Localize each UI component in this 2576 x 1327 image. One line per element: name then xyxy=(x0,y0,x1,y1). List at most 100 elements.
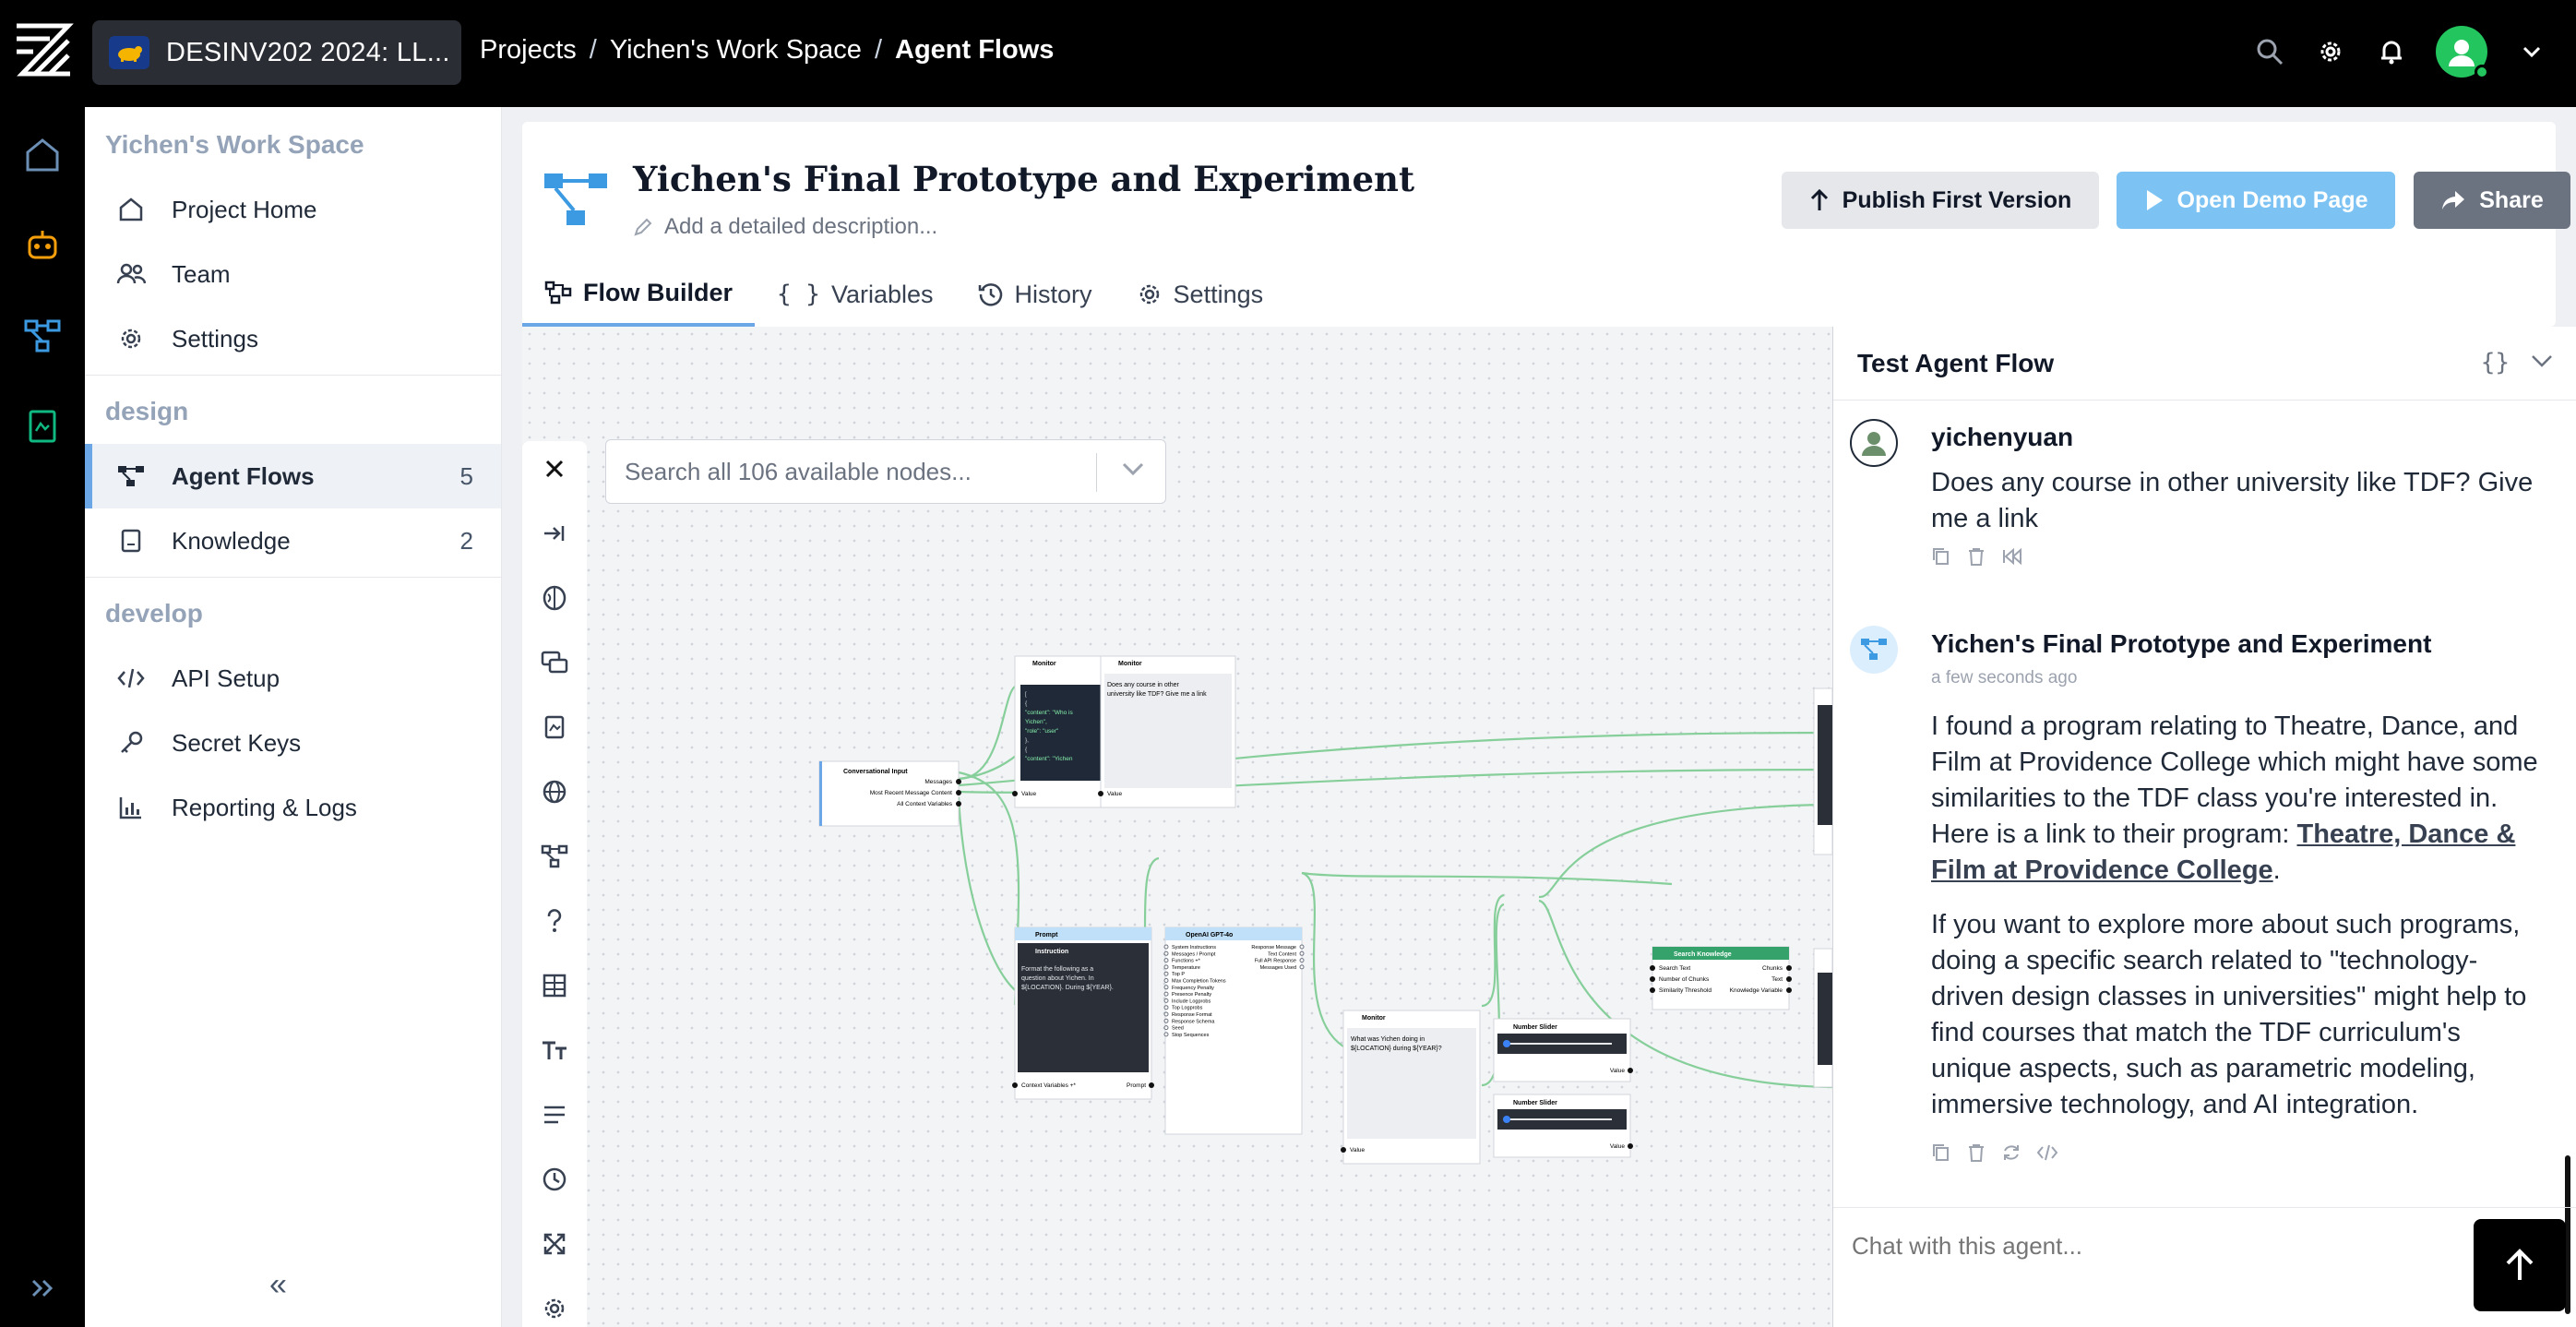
tab-flow-builder[interactable]: Flow Builder xyxy=(522,262,755,327)
chevron-down-icon[interactable] xyxy=(2515,35,2548,68)
port-dot[interactable] xyxy=(1299,944,1305,950)
trash-icon[interactable] xyxy=(1966,1142,1986,1163)
sidebar-item-settings[interactable]: Settings xyxy=(85,306,501,371)
port-dot[interactable] xyxy=(1149,1082,1154,1088)
port-dot[interactable] xyxy=(1163,978,1169,983)
user-avatar[interactable] xyxy=(2436,26,2489,79)
port-dot[interactable] xyxy=(1163,950,1169,956)
publish-button[interactable]: Publish First Version xyxy=(1782,172,2099,229)
collapse-right-icon[interactable] xyxy=(536,515,573,552)
expand-arrows-icon[interactable] xyxy=(536,1225,573,1262)
port-dot[interactable] xyxy=(1012,791,1018,796)
share-button[interactable]: Share xyxy=(2414,172,2570,229)
port-dot[interactable] xyxy=(1628,1068,1633,1073)
rewind-icon[interactable] xyxy=(2001,546,2023,567)
flow-canvas[interactable]: Search all 106 available nodes... xyxy=(522,327,1832,1327)
home-icon[interactable] xyxy=(20,133,65,177)
port-dot[interactable] xyxy=(1650,976,1655,982)
port-dot[interactable] xyxy=(1163,1011,1169,1017)
chevron-down-icon[interactable] xyxy=(1121,460,1145,477)
table-icon[interactable] xyxy=(536,967,573,1004)
sidebar-item-team[interactable]: Team xyxy=(85,242,501,306)
expand-sidebar-icon[interactable] xyxy=(20,1266,65,1310)
port-dot[interactable] xyxy=(956,779,961,784)
port-dot[interactable] xyxy=(1299,958,1305,963)
knowledge-book-icon[interactable] xyxy=(20,404,65,448)
monitor-node[interactable]: Monitor What was Yichen doing in ${LOCAT… xyxy=(1341,1010,1481,1165)
open-demo-button[interactable]: Open Demo Page xyxy=(2117,172,2395,229)
offscreen-node[interactable] xyxy=(1813,687,1832,1088)
port-dot[interactable] xyxy=(1786,987,1792,993)
port-dot[interactable] xyxy=(1299,964,1305,970)
port-dot[interactable] xyxy=(1163,944,1169,950)
port-dot[interactable] xyxy=(1163,1025,1169,1031)
port-dot[interactable] xyxy=(1628,1143,1633,1149)
providence-college-link[interactable]: Theatre, Dance & Film at Providence Coll… xyxy=(1931,819,2516,885)
chat-scrollbar[interactable] xyxy=(2565,1155,2570,1314)
slider-handle[interactable] xyxy=(1503,1116,1510,1123)
port-dot[interactable] xyxy=(1163,1005,1169,1010)
refresh-icon[interactable] xyxy=(2001,1142,2021,1163)
port-dot[interactable] xyxy=(956,790,961,795)
question-icon[interactable] xyxy=(536,903,573,939)
port-dot[interactable] xyxy=(1012,1082,1018,1088)
chat-input[interactable] xyxy=(1852,1232,2442,1261)
tab-settings[interactable]: Settings xyxy=(1115,262,1286,327)
breadcrumb-workspace[interactable]: Yichen's Work Space xyxy=(609,35,862,65)
org-switcher[interactable]: DESINV202 2024: LL... xyxy=(92,20,461,85)
port-dot[interactable] xyxy=(1163,971,1169,976)
sidebar-item-secret-keys[interactable]: Secret Keys xyxy=(85,711,501,775)
port-dot[interactable] xyxy=(1650,987,1655,993)
port-dot[interactable] xyxy=(1163,958,1169,963)
tab-history[interactable]: History xyxy=(956,262,1115,327)
flow-icon[interactable] xyxy=(20,314,65,358)
description-field[interactable]: Add a detailed description... xyxy=(633,214,937,240)
text-size-icon[interactable] xyxy=(536,1032,573,1069)
port-dot[interactable] xyxy=(1786,976,1792,982)
sidebar-item-project-home[interactable]: Project Home xyxy=(85,177,501,242)
send-button[interactable] xyxy=(2474,1219,2566,1311)
braces-icon[interactable]: {} xyxy=(2480,349,2510,377)
collapse-sidebar-icon[interactable]: « xyxy=(269,1267,287,1302)
copy-icon[interactable] xyxy=(1931,1142,1951,1163)
number-slider-node[interactable]: Number Slider Value xyxy=(1493,1094,1633,1158)
bell-icon[interactable] xyxy=(2375,35,2408,68)
sidebar-item-knowledge[interactable]: Knowledge 2 xyxy=(85,508,501,573)
openai-gpt-node[interactable]: OpenAI GPT-4o System InstructionsMessage… xyxy=(1163,927,1305,1135)
book-icon[interactable] xyxy=(536,709,573,746)
align-lines-icon[interactable] xyxy=(536,1096,573,1133)
tab-variables[interactable]: { } Variables xyxy=(755,262,956,327)
port-dot[interactable] xyxy=(956,801,961,807)
globe-icon[interactable] xyxy=(536,773,573,810)
port-dot[interactable] xyxy=(1098,791,1103,796)
monitor-node[interactable]: Monitor Does any course in other univers… xyxy=(1098,655,1236,808)
breadcrumb-projects[interactable]: Projects xyxy=(480,35,577,65)
port-dot[interactable] xyxy=(1163,991,1169,997)
prompt-node[interactable]: Prompt Instruction Format the following … xyxy=(1012,927,1154,1100)
port-dot[interactable] xyxy=(1163,964,1169,970)
search-knowledge-node[interactable]: Search Knowledge Search Text Number of C… xyxy=(1650,946,1792,1010)
agent-robot-icon[interactable] xyxy=(20,223,65,268)
sidebar-item-agent-flows[interactable]: Agent Flows 5 xyxy=(85,444,501,508)
conversational-input-node[interactable]: Conversational Input Messages Most Recen… xyxy=(818,760,961,827)
sidebar-item-reporting-logs[interactable]: Reporting & Logs xyxy=(85,775,501,840)
close-icon[interactable] xyxy=(536,450,573,487)
gear-icon[interactable] xyxy=(2314,35,2347,68)
trash-icon[interactable] xyxy=(1966,546,1986,567)
app-logo-icon[interactable] xyxy=(13,20,74,81)
slider-handle[interactable] xyxy=(1503,1040,1510,1047)
search-icon[interactable] xyxy=(2253,35,2286,68)
port-dot[interactable] xyxy=(1163,1032,1169,1037)
code-icon[interactable] xyxy=(2036,1142,2058,1163)
chevron-down-icon[interactable] xyxy=(2530,349,2554,373)
gear-icon[interactable] xyxy=(536,1290,573,1327)
chat-bubbles-icon[interactable] xyxy=(536,644,573,681)
port-dot[interactable] xyxy=(1163,1018,1169,1023)
sidebar-item-api-setup[interactable]: API Setup xyxy=(85,646,501,711)
number-slider-node[interactable]: Number Slider Value xyxy=(1493,1018,1633,1082)
copy-icon[interactable] xyxy=(1931,546,1951,567)
port-dot[interactable] xyxy=(1163,985,1169,990)
flow-icon[interactable] xyxy=(536,838,573,875)
node-search-input[interactable]: Search all 106 available nodes... xyxy=(605,439,1166,504)
port-dot[interactable] xyxy=(1786,965,1792,971)
